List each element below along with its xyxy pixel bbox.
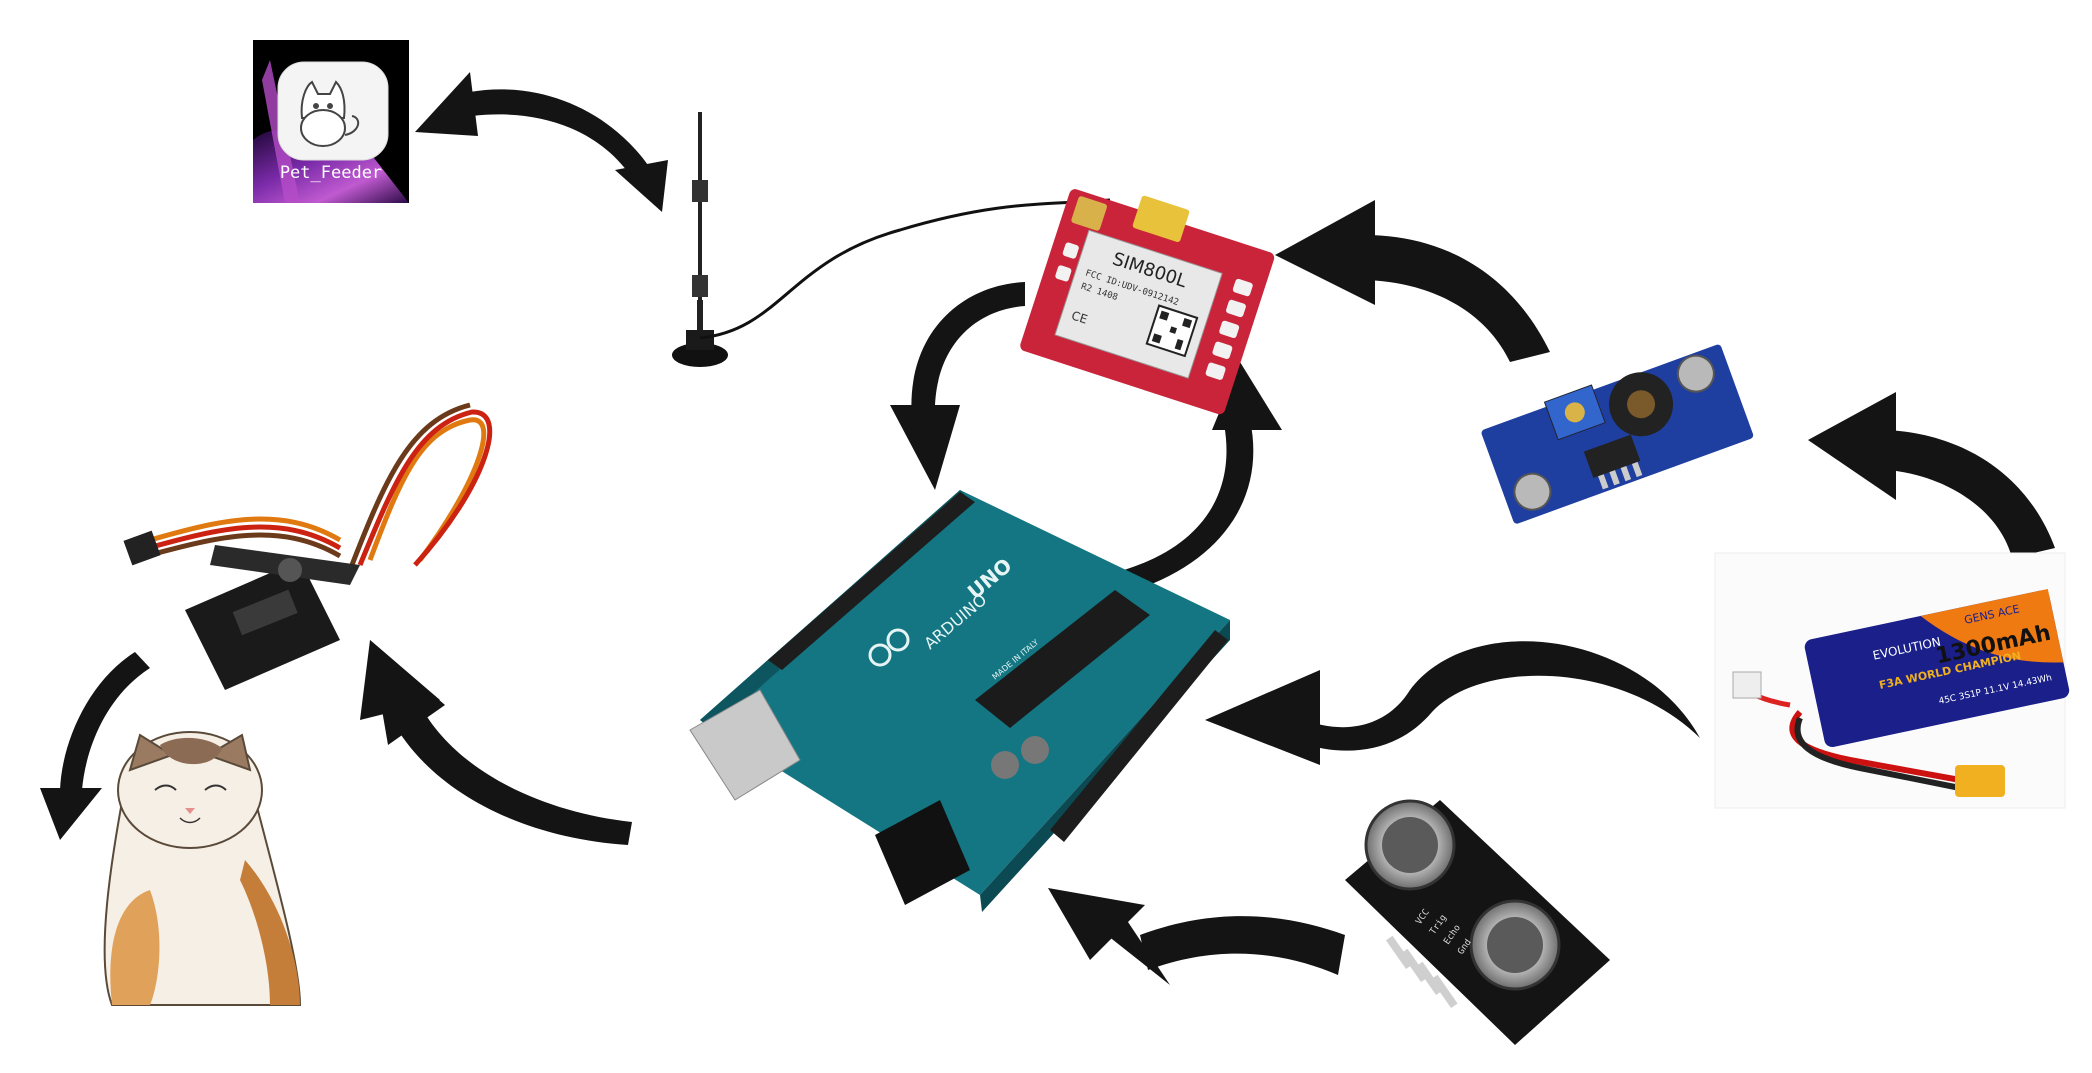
buck-converter (1481, 344, 1754, 524)
qr-code (1145, 304, 1199, 358)
arrow-sensor-to-arduino (1048, 888, 1345, 985)
gsm-module: SIM800L FCC ID:UDV-0912142 R2 1408 CE (1020, 189, 1275, 415)
app-icon: Pet_Feeder (253, 40, 409, 203)
cat-icon (300, 80, 360, 147)
arrow-gsm-to-arduino (890, 282, 1025, 490)
infinity-logo (868, 628, 910, 667)
cat (103, 731, 302, 1006)
arrows (40, 72, 2055, 985)
arrow-buck-to-gsm (1275, 200, 1550, 362)
arduino-uno: ARDUINO UNO MADE IN ITALY (689, 490, 1230, 912)
svg-text:CE: CE (1070, 308, 1090, 326)
antenna (672, 112, 1111, 367)
arrow-app-antenna (415, 72, 668, 212)
arrow-battery-to-arduino (1205, 641, 1700, 765)
arrow-servo-to-cat (40, 652, 150, 840)
arrow-arduino-to-gsm (1124, 362, 1282, 592)
app-icon-label: Pet_Feeder (280, 163, 382, 183)
arrow-arduino-to-servo (360, 640, 632, 845)
battery: 1300mAh GENS ACE EVOLUTION F3A WORLD CHA… (1714, 552, 2070, 809)
arrow-battery-to-buck (1808, 392, 2055, 558)
ultrasonic-sensor: VCC Trig Echo Gnd (1345, 799, 1610, 1045)
servo-motor (123, 402, 493, 690)
